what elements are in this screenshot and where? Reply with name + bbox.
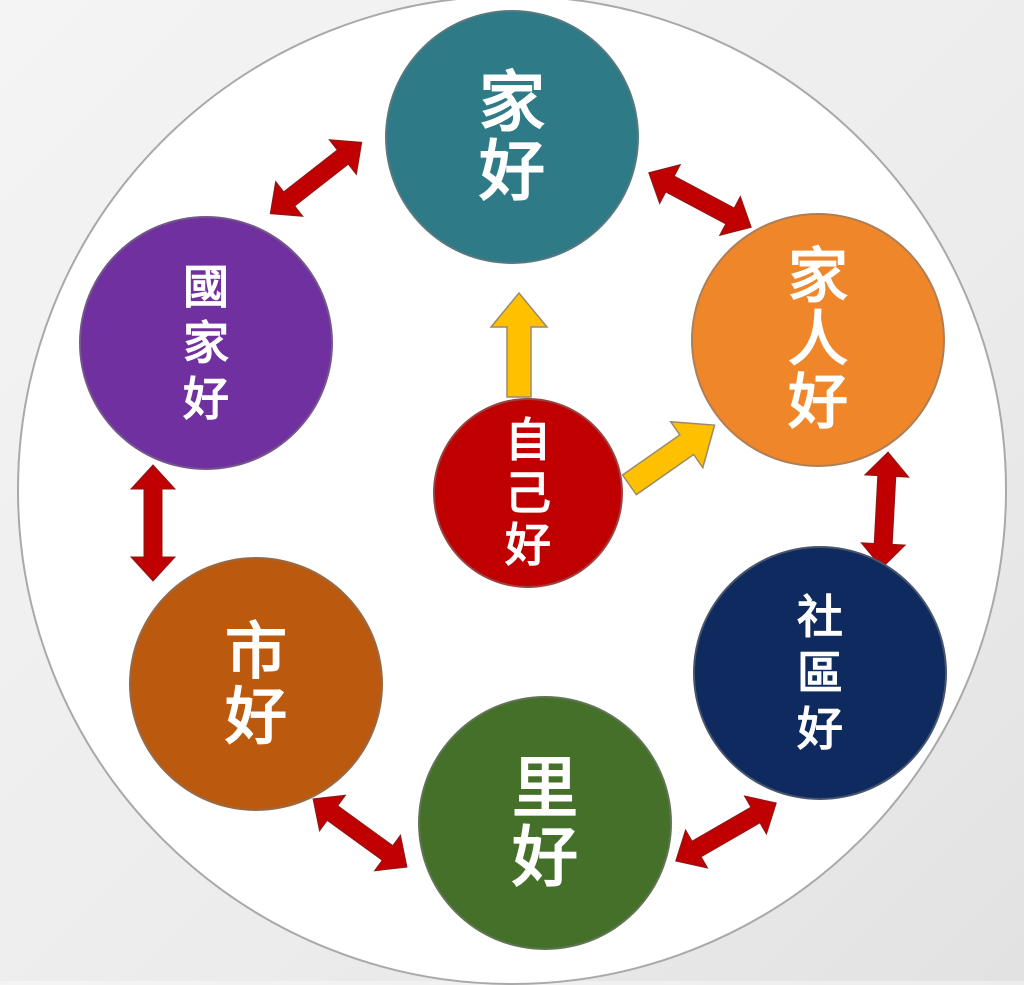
node-label-char: 社 [797, 589, 843, 644]
node-family-good: 家 好 [385, 10, 639, 264]
node-label-char: 好 [797, 702, 843, 757]
node-label-char: 好 [788, 367, 848, 438]
node-community-good: 社 區 好 [693, 546, 947, 800]
node-label-char: 市 [224, 614, 287, 688]
node-city-good: 市 好 [129, 557, 383, 811]
node-label-char: 里 [512, 749, 578, 827]
node-family-members-good: 家 人 好 [691, 213, 945, 467]
node-label-char: 自 [505, 412, 551, 467]
node-label-char: 人 [788, 304, 848, 375]
node-village-good: 里 好 [418, 696, 672, 950]
node-label-char: 好 [512, 819, 578, 896]
node-label-char: 區 [797, 645, 843, 700]
node-label-char: 家 [788, 241, 848, 312]
node-label-char: 國 [183, 259, 229, 314]
node-label-char: 好 [224, 680, 287, 753]
node-label-char: 己 [505, 465, 551, 520]
node-label-char: 好 [505, 518, 551, 573]
node-label-char: 好 [183, 372, 229, 427]
node-nation-good: 國 家 好 [79, 216, 333, 470]
node-self-good: 自 己 好 [433, 398, 623, 588]
node-label-char: 好 [479, 133, 545, 210]
node-label-char: 家 [183, 315, 229, 370]
node-label-char: 家 [479, 63, 545, 141]
